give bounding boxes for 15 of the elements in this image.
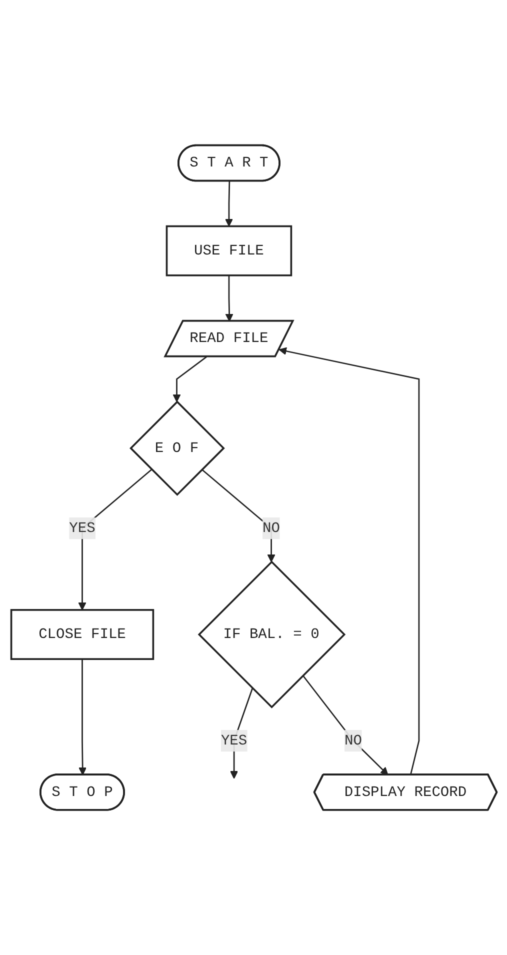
arrow (200, 468, 275, 562)
arrow (224, 275, 233, 322)
edge-label: NO (262, 520, 280, 536)
arrow (78, 658, 86, 776)
arrow (302, 674, 388, 776)
arrow (172, 356, 206, 402)
arrow (224, 181, 232, 226)
edge-label: YES (220, 732, 247, 749)
node-diamond: IF BAL. = 0 (197, 560, 346, 708)
node-box: CLOSE FILE (10, 608, 154, 660)
node-box: USE FILE (165, 225, 292, 276)
node-diamond: E O F (129, 400, 224, 496)
arrow (278, 347, 420, 775)
edge-label: YES (68, 520, 95, 536)
edge-label: NO (344, 732, 362, 749)
